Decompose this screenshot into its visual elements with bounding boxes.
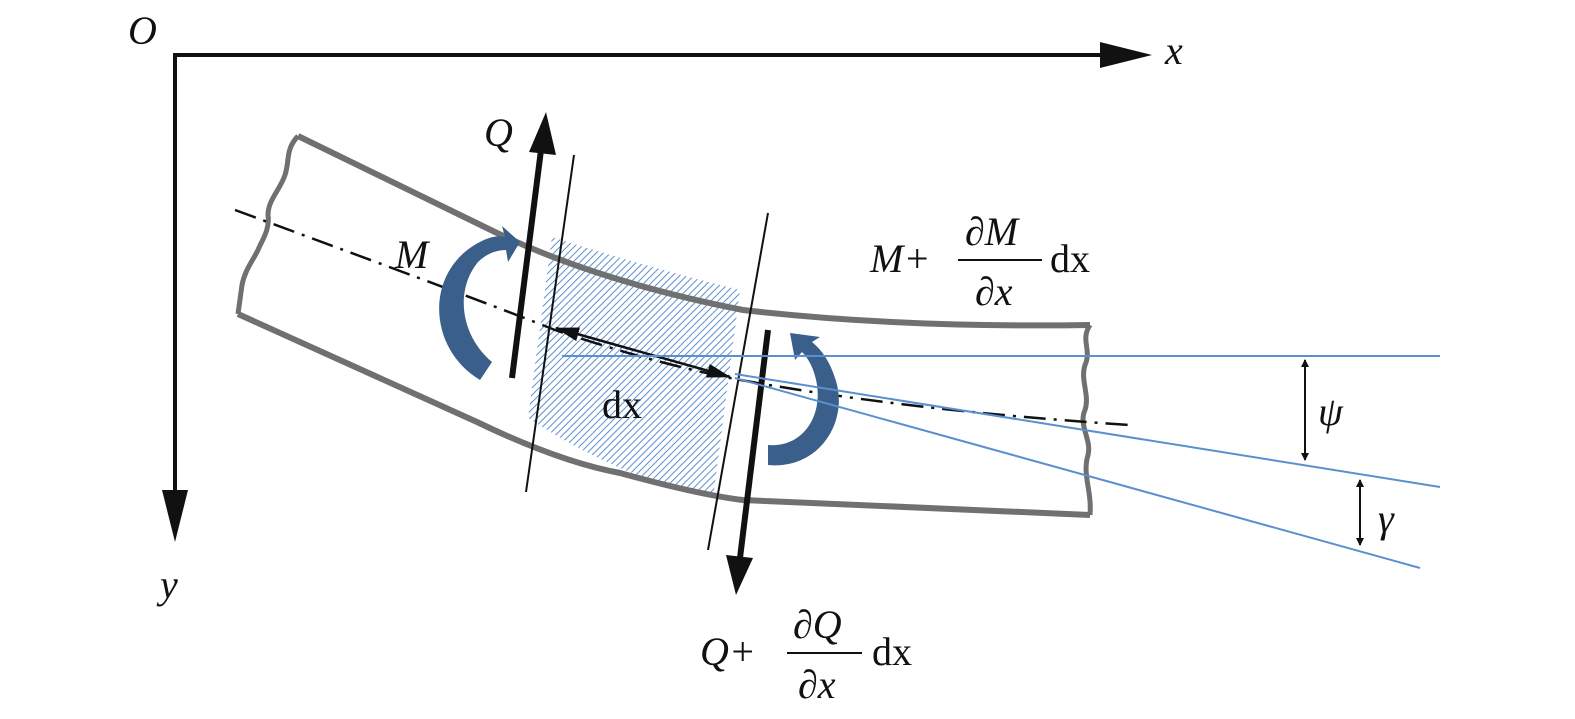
gamma-label: γ: [1378, 496, 1395, 541]
coordinate-axes: [162, 42, 1152, 542]
dx-dimension-arrow: [555, 326, 731, 379]
shear-arrowhead-down-icon: [726, 555, 753, 595]
moment-label: M: [394, 232, 431, 277]
moment-increment-suffix: dx: [1050, 236, 1090, 281]
beam-right-break: [1080, 323, 1093, 516]
moment-arrow-left: [439, 226, 520, 380]
left-section-line: [525, 154, 575, 493]
moment-increment-label: M+ ∂M ∂x dx: [869, 209, 1090, 314]
x-axis-label: x: [1164, 28, 1183, 73]
shear-force-arrow-up: [509, 149, 544, 379]
shear-force-label: Q: [484, 110, 513, 155]
psi-label: ψ: [1318, 389, 1344, 434]
shear-arrowhead-up-icon: [529, 112, 556, 155]
section-normal-line: [734, 377, 1421, 569]
moment-arrow-right: [768, 333, 839, 466]
beam-left-break: [235, 134, 300, 315]
shear-force-arrow-down: [737, 329, 771, 559]
moment-increment-base: M+: [869, 236, 930, 281]
origin-label: O: [128, 8, 157, 53]
shear-increment-base: Q+: [700, 629, 756, 674]
angle-guide-lines: [562, 355, 1441, 569]
moment-increment-numerator: ∂M: [965, 209, 1021, 254]
y-axis-label: y: [156, 562, 178, 607]
centerline-tangent-line: [734, 373, 1441, 488]
shear-increment-numerator: ∂Q: [793, 602, 842, 647]
element-length-label: dx: [602, 382, 642, 427]
moment-increment-denominator: ∂x: [975, 269, 1013, 314]
right-section-line: [707, 212, 769, 551]
shear-increment-denominator: ∂x: [798, 662, 836, 707]
shear-increment-suffix: dx: [872, 629, 912, 674]
shear-increment-label: Q+ ∂Q ∂x dx: [700, 602, 912, 707]
beam-centerline: [234, 208, 1131, 427]
y-axis-arrowhead-icon: [162, 490, 188, 542]
x-axis-arrowhead-icon: [1100, 42, 1152, 68]
